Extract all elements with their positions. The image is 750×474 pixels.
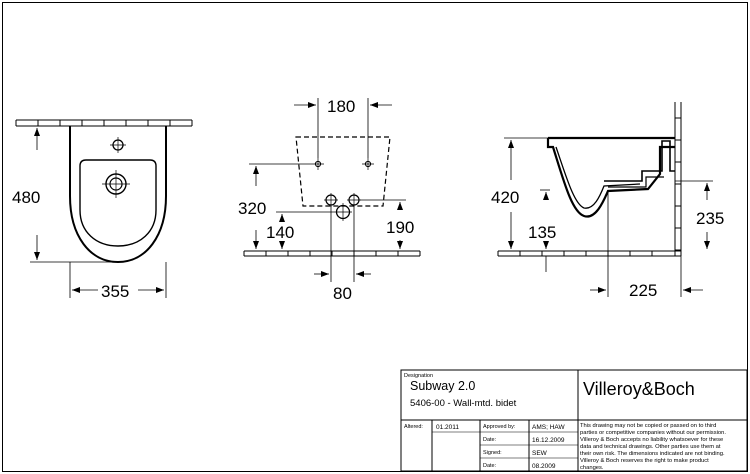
product-name: Subway 2.0	[410, 379, 475, 393]
disclaimer-line: Villeroy & Boch reserves the right to ma…	[580, 458, 709, 464]
side-wall-height-dimension	[675, 180, 713, 249]
rear-top-width-label: 180	[327, 97, 355, 116]
front-width-dimension	[69, 262, 167, 298]
disclaimer: This drawing may not be copied or passed…	[580, 423, 726, 471]
designation-label: Designation	[404, 373, 433, 379]
front-height-dimension	[30, 125, 116, 263]
rear-view: 180 320 140 190 80	[238, 97, 421, 303]
front-bidet-outline	[69, 126, 167, 264]
rear-inlet-height-label: 320	[238, 199, 266, 218]
rear-waste-outlet	[334, 203, 352, 221]
rear-dashed-outline	[295, 136, 391, 207]
front-height-label: 480	[12, 188, 40, 207]
front-bowl-outline	[79, 159, 157, 247]
side-height-label: 420	[491, 188, 519, 207]
disclaimer-line: This drawing may not be copied or passed…	[580, 423, 716, 429]
approved-label: Approved by:	[483, 424, 516, 430]
disclaimer-line: changes.	[580, 465, 604, 471]
disclaimer-line: data and technical drawings. Other parti…	[580, 444, 721, 450]
signed-value: SEW	[532, 450, 548, 457]
rear-offset-dimension	[314, 206, 371, 282]
side-floor-strip	[497, 250, 681, 257]
side-depth-dimension	[540, 189, 550, 272]
altered-label: Altered:	[404, 424, 423, 430]
front-view: 480 355	[12, 119, 193, 301]
title-block	[400, 369, 748, 472]
front-tap-hole	[110, 137, 126, 153]
front-drain	[102, 170, 130, 198]
rear-inlet-height-dimension	[249, 163, 312, 249]
rear-hole-height-dimension	[360, 199, 406, 249]
approved-value: AMS; HAW	[532, 424, 565, 431]
disclaimer-line: parties or competitive companies without…	[580, 430, 726, 436]
rear-fixing-point-left	[312, 158, 324, 170]
side-view: 420 135 235 225	[491, 102, 724, 300]
rear-supply-left	[324, 193, 338, 207]
front-width-label: 355	[101, 282, 129, 301]
rear-supply-right	[347, 193, 361, 207]
altered-value: 01.2011	[436, 424, 459, 431]
date2-value: 08.2009	[532, 463, 556, 470]
side-waste-pipe	[604, 140, 675, 182]
side-projection-dimension	[590, 191, 703, 297]
date-label: Date:	[483, 437, 497, 443]
disclaimer-line: their own risk. The dimensions indicated…	[580, 451, 725, 457]
front-wall-strip	[15, 119, 193, 127]
side-height-dimension	[504, 137, 548, 249]
rear-low-height-dimension	[276, 211, 334, 249]
rear-low-height-label: 140	[266, 223, 294, 242]
signed-label: Signed:	[483, 450, 502, 456]
side-projection-label: 225	[629, 281, 657, 300]
side-waste-pipe-inner	[608, 176, 664, 188]
brand-logo-text: Villeroy&Boch	[583, 379, 695, 399]
rear-floor-strip	[243, 250, 421, 257]
side-wall-height-label: 235	[696, 209, 724, 228]
side-wall	[674, 102, 682, 256]
rear-hole-height-label: 190	[386, 218, 414, 237]
side-depth-label: 135	[528, 223, 556, 242]
date2-label: Date:	[483, 463, 497, 469]
side-bowl-inner	[555, 146, 641, 209]
disclaimer-line: Villeroy & Boch accepts no liability wha…	[580, 437, 723, 443]
date-value: 16.12.2009	[532, 437, 565, 444]
product-code: 5406-00 - Wall-mtd. bidet	[410, 398, 517, 409]
rear-fixing-point-right	[362, 158, 374, 170]
rear-top-width-dimension	[294, 98, 392, 158]
rear-offset-label: 80	[333, 284, 352, 303]
